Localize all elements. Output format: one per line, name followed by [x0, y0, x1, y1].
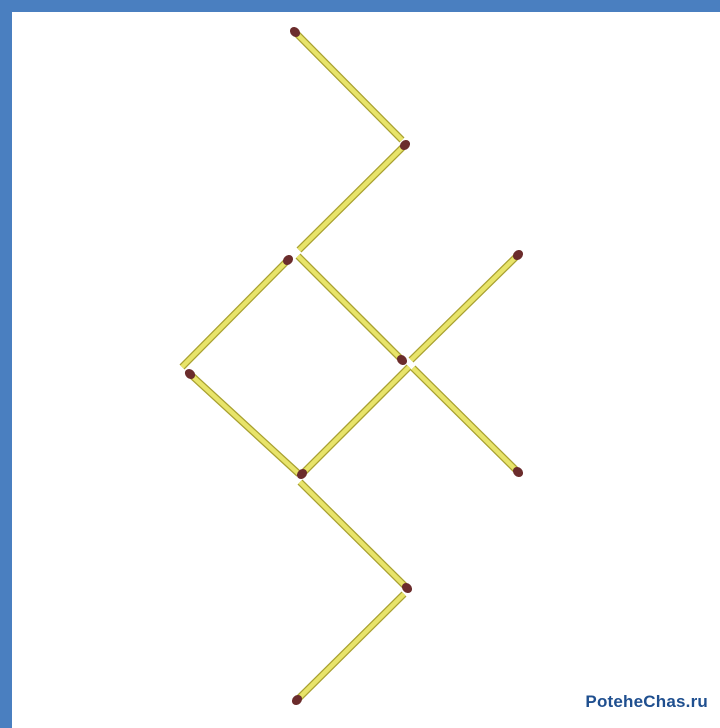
matchstick [295, 367, 409, 481]
matchstick [299, 138, 412, 250]
site-watermark: PoteheChas.ru [585, 692, 708, 712]
matchstick [411, 248, 525, 360]
matchstick [300, 482, 414, 595]
matchstick [183, 367, 299, 474]
matchstick [413, 368, 525, 479]
matchstick [288, 25, 402, 140]
matchstick [290, 594, 404, 707]
matchstick [298, 256, 409, 367]
puzzle-canvas: PoteheChas.ru [12, 12, 720, 728]
matchstick-figure [12, 12, 720, 728]
matchstick [182, 253, 295, 367]
